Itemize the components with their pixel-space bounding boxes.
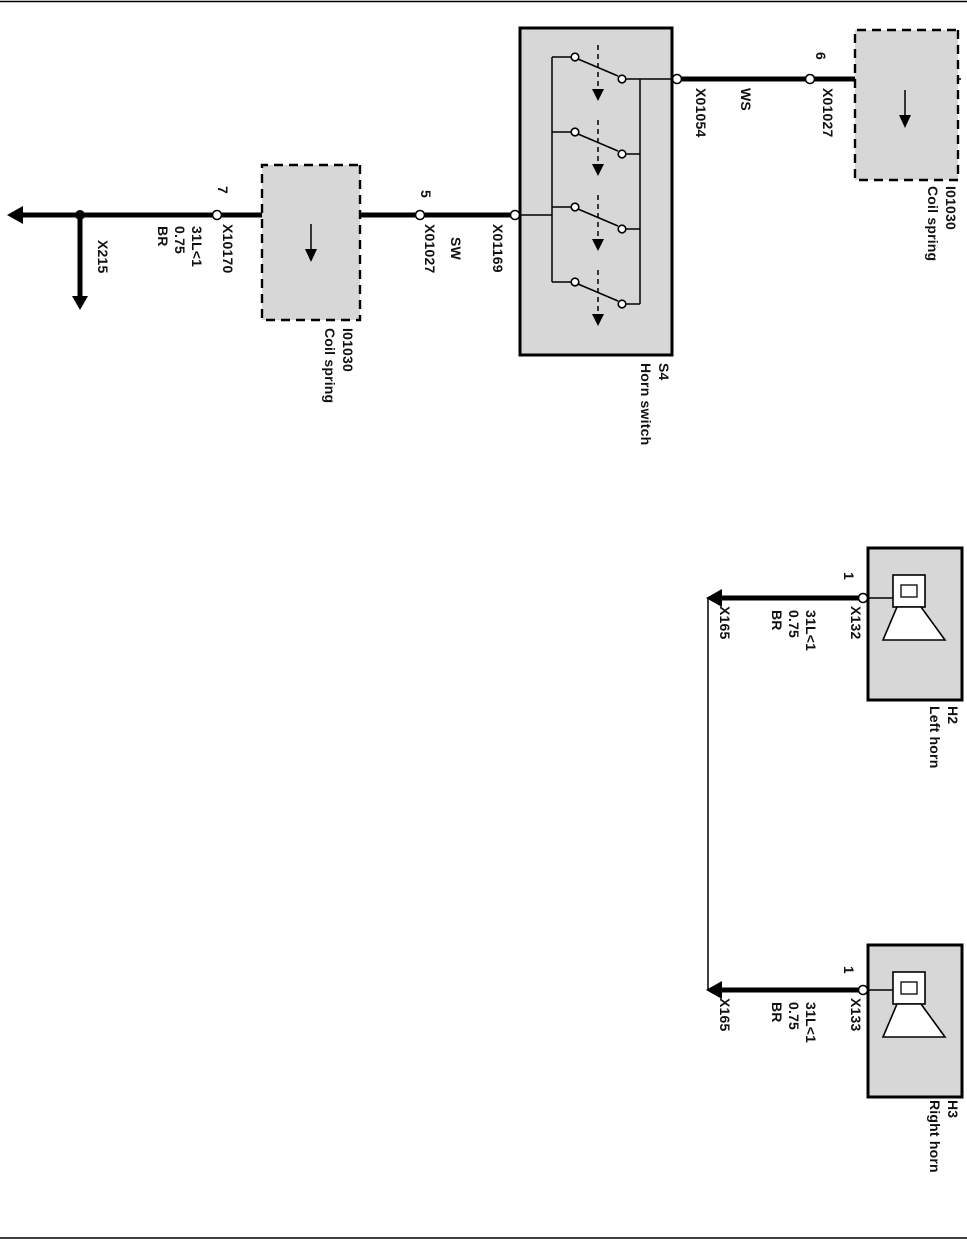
connector-x133-icon <box>857 984 869 996</box>
right-horn-component <box>866 943 964 1099</box>
switch-contact-icon <box>552 45 640 101</box>
connector-x01027-pin5-icon <box>414 209 426 221</box>
label-wire-br: BR <box>155 226 171 247</box>
label-left-horn-name: Left horn <box>927 706 943 769</box>
label-wire-br: BR <box>769 610 785 631</box>
label-ground-x165-left: X165 <box>717 606 733 640</box>
ground-arrow-icon <box>706 589 722 607</box>
label-ground-x165-right: X165 <box>717 998 733 1032</box>
label-right-horn-code: H3 <box>945 1100 961 1119</box>
label-circuit-31l: 31L<1 <box>189 226 205 268</box>
label-coil-left-name: Coil spring <box>322 328 338 404</box>
label-pin-6: 6 <box>813 52 829 60</box>
label-coil-left-code: I01030 <box>340 328 356 373</box>
right-horn-wiring <box>706 981 863 999</box>
ground-arrow-icon <box>7 206 23 224</box>
coil-spring-arrow-icon <box>305 224 317 262</box>
connector-x01027-pin6-icon <box>804 73 816 85</box>
label-wire-ws: WS <box>738 88 754 111</box>
label-coil-top-name: Coil spring <box>925 186 941 262</box>
label-connector-x01054: X01054 <box>693 88 709 138</box>
label-horn-switch-code: S4 <box>656 363 672 381</box>
coil-spring-left-component <box>260 163 362 322</box>
label-connector-x01027-supply: X01027 <box>820 88 836 138</box>
label-gauge: 0.75 <box>172 226 188 255</box>
label-connector-x01027-steering: X01027 <box>422 224 438 274</box>
label-connector-x132: X132 <box>848 606 864 640</box>
label-pin-1-left: 1 <box>841 572 857 580</box>
connector-x01169-icon <box>509 209 521 221</box>
connector-x01054-icon <box>671 73 683 85</box>
horn-switch-component <box>518 26 674 357</box>
left-horn-wiring <box>706 589 863 607</box>
label-circuit-31l: 31L<1 <box>803 610 819 652</box>
label-circuit-31l: 31L<1 <box>803 1002 819 1044</box>
label-gauge: 0.75 <box>786 1002 802 1031</box>
junction-dot <box>75 210 85 220</box>
left-horn-component <box>866 546 964 702</box>
label-connector-x10170: X10170 <box>220 224 236 274</box>
horn-speaker-icon <box>881 574 947 641</box>
label-pin-7: 7 <box>215 186 231 194</box>
label-pin-5: 5 <box>418 190 434 198</box>
ground-arrow-icon <box>706 981 722 999</box>
switch-contact-icon <box>552 195 640 251</box>
label-wire-sw: SW <box>448 237 464 260</box>
label-coil-top-code: I01030 <box>943 186 959 231</box>
label-pin-1-right: 1 <box>841 966 857 974</box>
switch-contact-icon <box>552 120 640 176</box>
label-left-horn-code: H2 <box>945 706 961 725</box>
connector-x132-icon <box>857 592 869 604</box>
horn-speaker-icon <box>881 971 947 1038</box>
connector-x10170-icon <box>211 209 223 221</box>
x215-arrow-icon <box>72 296 88 310</box>
label-gauge: 0.75 <box>786 610 802 639</box>
label-right-horn-name: Right horn <box>927 1100 943 1173</box>
label-wire-br: BR <box>769 1002 785 1023</box>
coil-spring-top-component <box>853 28 960 182</box>
label-connector-x01169: X01169 <box>490 224 506 273</box>
coil-spring-arrow-icon <box>899 90 911 128</box>
switch-contact-icon <box>552 270 640 326</box>
label-horn-switch-name: Horn switch <box>638 363 654 446</box>
label-ground-x215: X215 <box>95 240 111 274</box>
label-connector-x133: X133 <box>848 998 864 1032</box>
